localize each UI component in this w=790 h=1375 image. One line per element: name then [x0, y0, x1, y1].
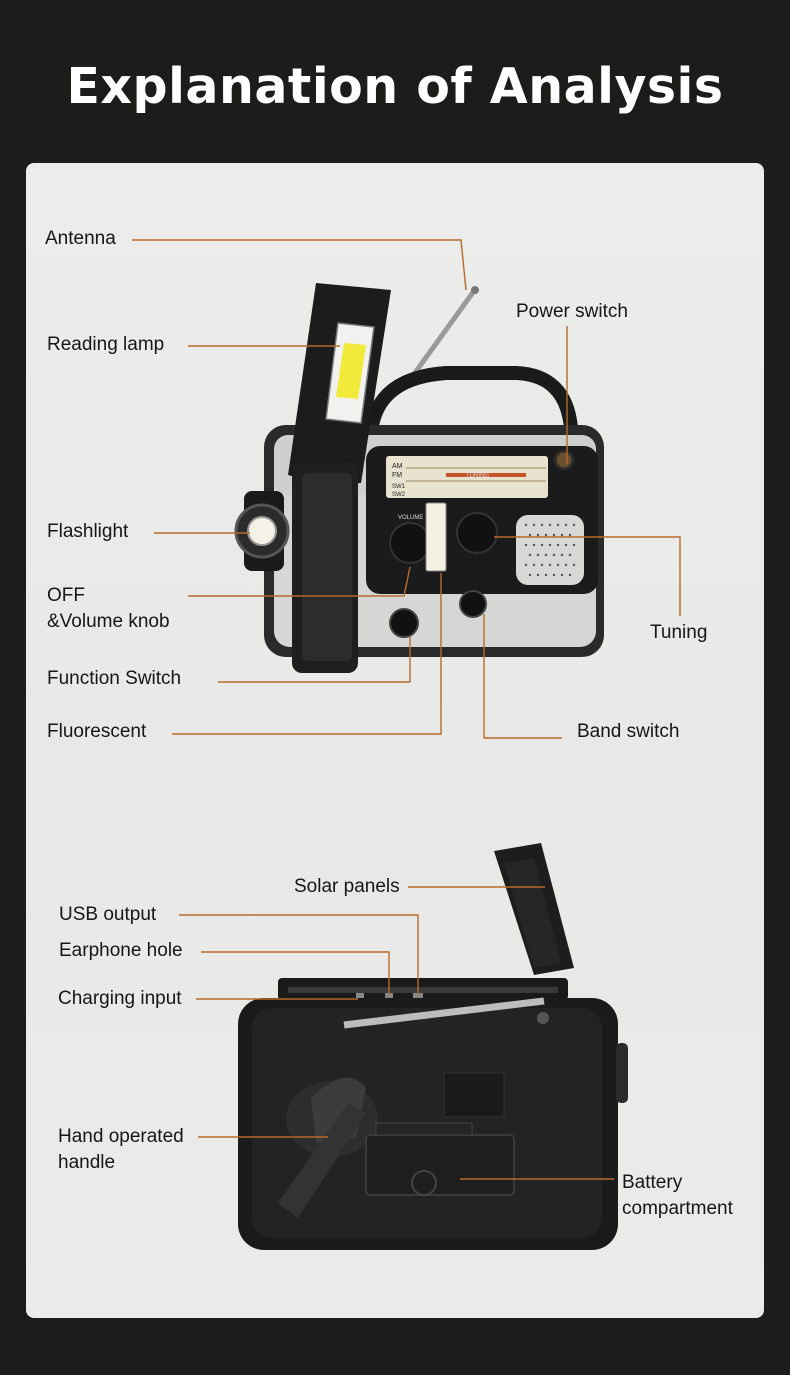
band-switch-label: Band switch	[577, 721, 680, 742]
usb-output-leader-line	[179, 914, 419, 995]
function-switch-label: Function Switch	[47, 668, 182, 689]
battery-compartment-label-line2: compartment	[622, 1198, 733, 1219]
power-switch-leader-line	[566, 326, 568, 464]
tuning-leader-line	[494, 536, 681, 616]
tuning-label-text: TUNING	[466, 473, 489, 479]
usb-output-label: USB output	[59, 904, 157, 925]
power-switch-label: Power switch	[516, 301, 628, 322]
power-switch-button	[553, 449, 575, 471]
solar-panels-label: Solar panels	[294, 876, 400, 897]
back-radio-illustration	[238, 843, 628, 1250]
product-diagram-panel: AM FM SW1 SW2 VOLUME TUNING	[26, 163, 764, 1318]
off-volume-knob-label: OFF &Volume knob	[47, 583, 170, 635]
tuning-label: Tuning	[650, 622, 708, 643]
off-volume-knob-label-line1: OFF	[47, 585, 85, 606]
function-switch-knob	[389, 608, 419, 638]
earphone-hole-leader-line	[201, 951, 390, 995]
flashlight-lens	[247, 516, 277, 546]
fluorescent-label: Fluorescent	[47, 721, 147, 742]
antenna-label: Antenna	[45, 228, 116, 249]
band-switch-knob	[459, 590, 487, 618]
earphone-hole-label: Earphone hole	[59, 940, 183, 961]
battery-compartment-label: Battery compartment	[622, 1170, 733, 1222]
speaker-grille	[516, 515, 584, 585]
back-label-recess	[443, 1072, 505, 1118]
tuning-knob	[456, 512, 498, 554]
carry-handle	[364, 366, 578, 434]
band-switch-leader-line	[483, 614, 562, 739]
earphone-hole-port	[385, 993, 393, 998]
battery-compartment-label-line1: Battery	[622, 1172, 683, 1193]
dial-sw1-text: SW1	[392, 484, 406, 490]
volume-knob-leader-line	[188, 566, 411, 597]
fluorescent-strip	[425, 502, 447, 572]
flashlight-label: Flashlight	[47, 521, 129, 542]
dial-sw2-text: SW2	[392, 492, 406, 498]
page-title: Explanation of Analysis	[66, 58, 724, 115]
antenna-leader-line	[132, 239, 467, 291]
folded-antenna	[343, 997, 545, 1029]
hand-handle-label-line2: handle	[58, 1152, 116, 1173]
charging-input-port	[356, 993, 364, 998]
charging-input-label: Charging input	[58, 988, 182, 1009]
side-knob	[616, 1043, 628, 1103]
usb-output-port	[413, 993, 423, 998]
reading-lamp-light	[336, 343, 366, 399]
dial-am-text: AM	[392, 463, 403, 470]
off-volume-knob-label-line2: &Volume knob	[47, 611, 170, 632]
dial-fm-text: FM	[392, 472, 402, 479]
leader-lines	[132, 239, 681, 1180]
front-radio-illustration: AM FM SW1 SW2 VOLUME TUNING	[234, 283, 604, 673]
fluorescent-leader-line	[172, 573, 442, 735]
volume-label-text: VOLUME	[398, 515, 423, 521]
function-switch-leader-line	[218, 637, 411, 683]
hand-handle-label: Hand operated handle	[58, 1124, 184, 1176]
hand-handle-label-line1: Hand operated	[58, 1126, 184, 1147]
reading-lamp-label: Reading lamp	[47, 334, 165, 355]
